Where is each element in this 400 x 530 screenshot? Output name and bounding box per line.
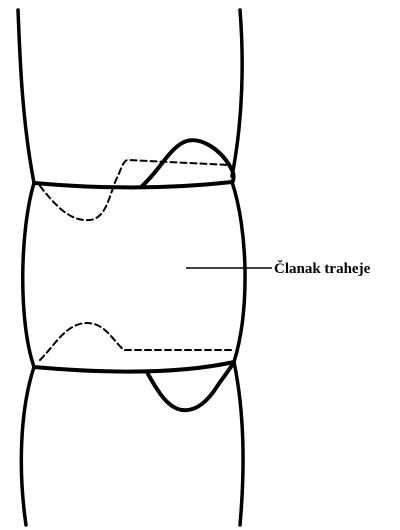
lower-segment-right-wall: [234, 362, 243, 525]
middle-segment: [23, 182, 245, 367]
segment-label: Članak traheje: [274, 260, 371, 277]
upper-joint-hidden-edge: [40, 160, 230, 220]
lower-joint-hidden-edge: [40, 323, 232, 360]
lower-segment: [21, 362, 243, 525]
upper-segment: [18, 10, 242, 183]
upper-segment-left-wall: [18, 10, 34, 183]
middle-segment-left-wall: [23, 183, 34, 367]
lower-joint-rim: [34, 362, 234, 410]
middle-segment-right-wall: [232, 182, 245, 362]
upper-segment-right-wall: [232, 10, 242, 176]
lower-segment-left-wall: [21, 367, 34, 525]
